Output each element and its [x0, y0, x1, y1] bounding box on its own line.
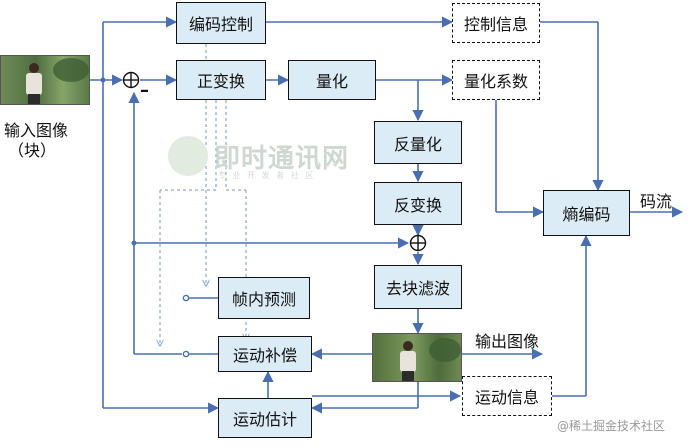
person-figure-icon [400, 338, 461, 381]
output-image-thumbnail [372, 333, 462, 382]
watermark-subtext: 专 业 开 发 者 社 区 [218, 171, 316, 180]
watermark-logo-icon [168, 136, 208, 176]
watermark-text: 即时通讯网 [214, 144, 350, 174]
input-image-sublabel: （块） [8, 141, 57, 160]
entropy-coding-block[interactable]: 熵编码 [543, 190, 630, 236]
deblock-filter-block[interactable]: 去块滤波 [374, 265, 462, 309]
intra-predict-block[interactable]: 帧内预测 [218, 277, 310, 319]
person-figure-icon [26, 58, 89, 104]
inverse-quantize-block[interactable]: 反量化 [374, 121, 462, 164]
encode-control-block[interactable]: 编码控制 [176, 2, 266, 44]
forward-transform-block[interactable]: 正变换 [176, 60, 266, 100]
input-image-thumbnail [0, 55, 90, 105]
inverse-transform-block[interactable]: 反变换 [374, 182, 462, 225]
motion-estimation-block[interactable]: 运动估计 [218, 398, 312, 438]
minus-sign: – [140, 80, 149, 101]
output-image-label: 输出图像 [475, 332, 540, 351]
summing-junctions [122, 71, 427, 252]
motion-info-box[interactable]: 运动信息 [462, 376, 552, 416]
bitstream-label: 码流 [640, 192, 673, 211]
input-image-label: 输入图像 [4, 121, 69, 140]
corner-watermark: @稀土掘金技术社区 [557, 419, 666, 433]
control-info-box[interactable]: 控制信息 [452, 3, 540, 43]
quantize-block[interactable]: 量化 [288, 60, 376, 100]
motion-compensation-block[interactable]: 运动补偿 [218, 336, 312, 372]
quant-coeff-box[interactable]: 量化系数 [452, 60, 540, 100]
